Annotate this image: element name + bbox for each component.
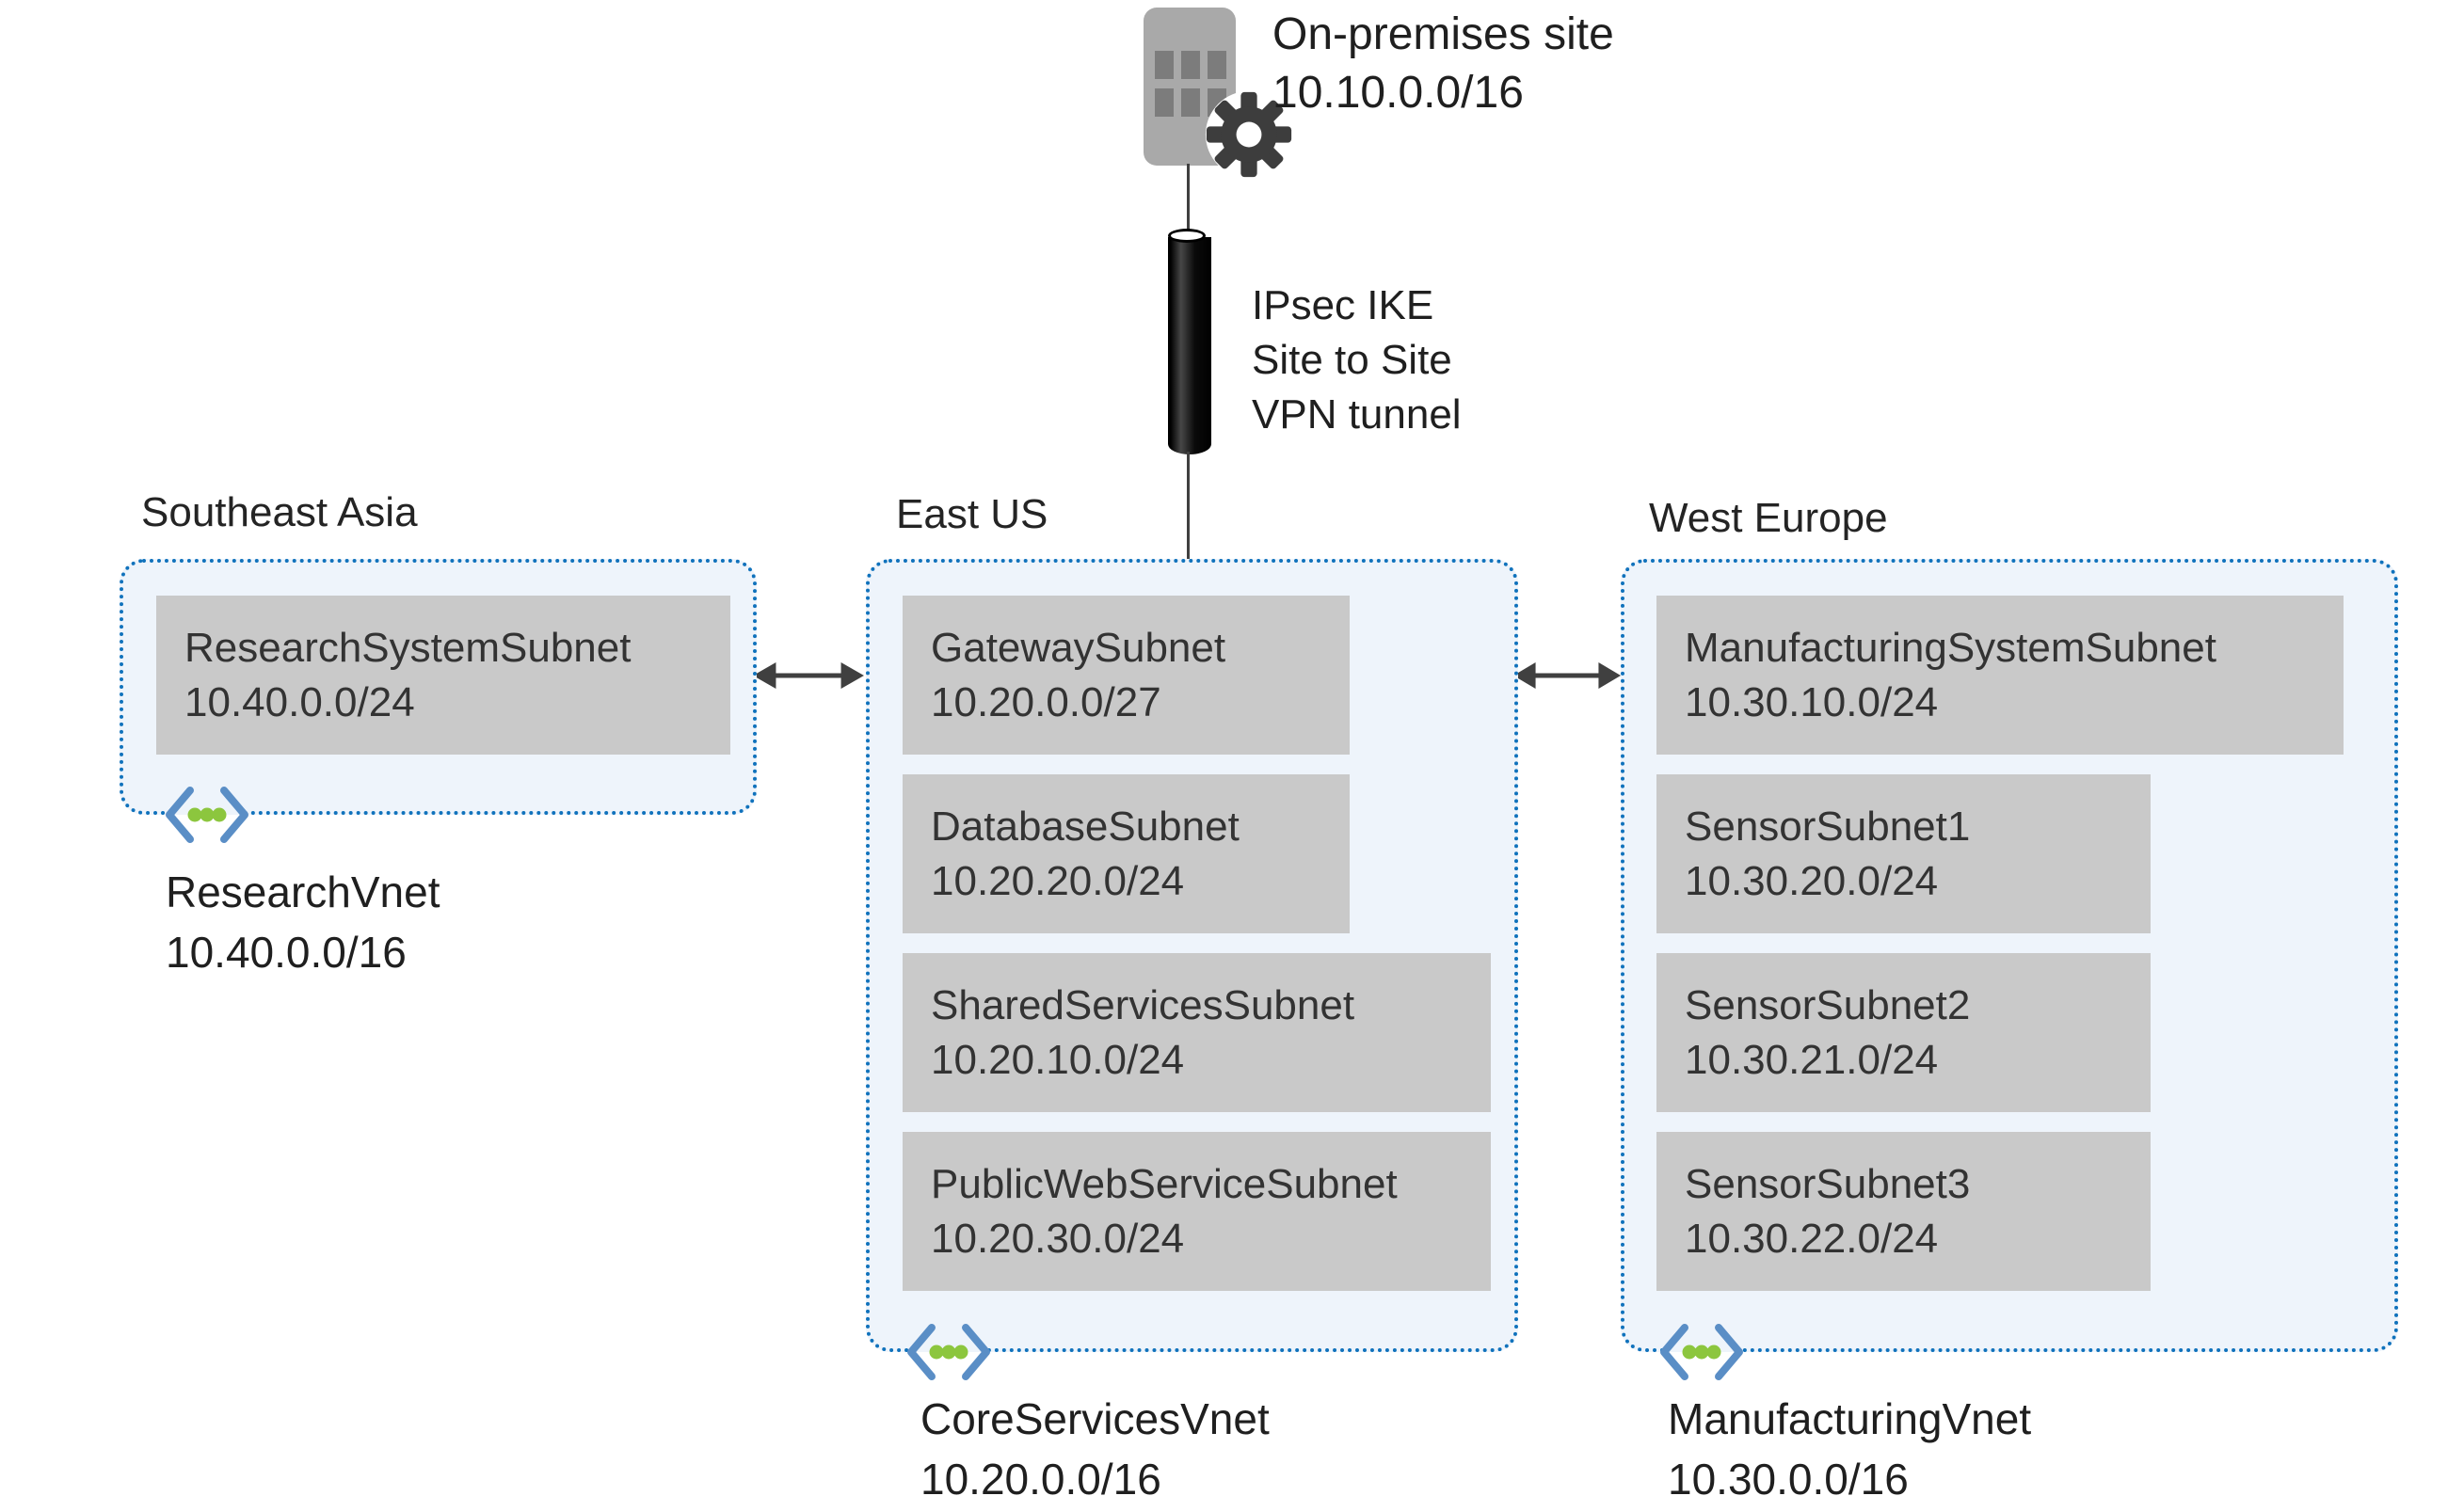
vnet-name: ManufacturingVnet [1668, 1394, 2032, 1443]
cylinder-cap [1168, 229, 1206, 243]
subnet-name: GatewaySubnet [931, 625, 1226, 671]
vnet-label-coreservicesvnet: CoreServicesVnet 10.20.0.0/16 [920, 1389, 1270, 1496]
vnet-brackets-icon [907, 1320, 990, 1384]
building-window [1208, 51, 1226, 79]
onprem-cidr: 10.10.0.0/16 [1272, 68, 1524, 118]
vnet-name: CoreServicesVnet [920, 1394, 1270, 1443]
onprem-label: On-premises site 10.10.0.0/16 [1272, 6, 1614, 122]
region-box-east-us: GatewaySubnet 10.20.0.0/27 DatabaseSubne… [866, 559, 1518, 1352]
vnet-brackets-icon [166, 783, 248, 847]
building-window [1181, 51, 1200, 79]
subnet-name: SensorSubnet1 [1685, 804, 1971, 850]
subnet-cidr: 10.30.10.0/24 [1685, 679, 1939, 725]
region-box-southeast-asia: ResearchSystemSubnet 10.40.0.0/24 [120, 559, 757, 815]
vpn-tunnel-label-line3: VPN tunnel [1252, 391, 1462, 438]
subnet-researchsystemsubnet: ResearchSystemSubnet 10.40.0.0/24 [156, 596, 730, 755]
subnet-gatewaysubnet: GatewaySubnet 10.20.0.0/27 [903, 596, 1350, 755]
region-label-east-us: East US [896, 491, 1048, 537]
region-box-west-europe: ManufacturingSystemSubnet 10.30.10.0/24 … [1621, 559, 2398, 1352]
vnet-label-researchvnet: ResearchVnet 10.40.0.0/16 [166, 862, 440, 982]
subnet-sensorsubnet3: SensorSubnet3 10.30.22.0/24 [1656, 1132, 2151, 1291]
vpn-tunnel-label-line1: IPsec IKE [1252, 282, 1434, 328]
peering-double-arrow-icon [1512, 662, 1622, 689]
building-window [1181, 88, 1200, 117]
subnet-name: ManufacturingSystemSubnet [1685, 625, 2216, 671]
vpn-tunnel-icon [1168, 229, 1211, 454]
vnet-name: ResearchVnet [166, 867, 440, 916]
vpn-tunnel-label: IPsec IKE Site to Site VPN tunnel [1252, 279, 1462, 442]
building-window [1155, 88, 1174, 117]
connection-line [1187, 164, 1190, 231]
subnet-publicwebservicesubnet: PublicWebServiceSubnet 10.20.30.0/24 [903, 1132, 1491, 1291]
region-label-west-europe: West Europe [1649, 495, 1888, 541]
subnet-name: SensorSubnet3 [1685, 1161, 1971, 1207]
vnet-cidr: 10.30.0.0/16 [1668, 1455, 1909, 1496]
region-label-southeast-asia: Southeast Asia [141, 489, 418, 535]
subnet-sensorsubnet2: SensorSubnet2 10.30.21.0/24 [1656, 953, 2151, 1112]
connection-line [1187, 452, 1190, 561]
subnet-manufacturingsystemsubnet: ManufacturingSystemSubnet 10.30.10.0/24 [1656, 596, 2344, 755]
subnet-name: DatabaseSubnet [931, 804, 1240, 850]
onprem-name: On-premises site [1272, 9, 1614, 59]
gear-icon [1205, 90, 1293, 179]
vpn-tunnel-label-line2: Site to Site [1252, 337, 1452, 383]
subnet-cidr: 10.30.21.0/24 [1685, 1037, 1939, 1083]
subnet-name: ResearchSystemSubnet [184, 625, 632, 671]
vnet-cidr: 10.40.0.0/16 [166, 928, 407, 977]
subnet-name: PublicWebServiceSubnet [931, 1161, 1398, 1207]
subnet-cidr: 10.20.10.0/24 [931, 1037, 1185, 1083]
subnet-cidr: 10.30.20.0/24 [1685, 858, 1939, 904]
subnet-cidr: 10.30.22.0/24 [1685, 1216, 1939, 1262]
vnet-label-manufacturingvnet: ManufacturingVnet 10.30.0.0/16 [1668, 1389, 2031, 1496]
subnet-cidr: 10.20.30.0/24 [931, 1216, 1185, 1262]
vnet-brackets-icon [1660, 1320, 1743, 1384]
vnet-cidr: 10.20.0.0/16 [920, 1455, 1161, 1496]
subnet-cidr: 10.40.0.0/24 [184, 679, 415, 725]
cylinder-body [1168, 237, 1211, 454]
subnet-databasesubnet: DatabaseSubnet 10.20.20.0/24 [903, 774, 1350, 933]
subnet-sensorsubnet1: SensorSubnet1 10.30.20.0/24 [1656, 774, 2151, 933]
peering-double-arrow-icon [753, 662, 864, 689]
subnet-sharedservicessubnet: SharedServicesSubnet 10.20.10.0/24 [903, 953, 1491, 1112]
subnet-name: SensorSubnet2 [1685, 982, 1971, 1028]
subnet-name: SharedServicesSubnet [931, 982, 1355, 1028]
building-window [1155, 51, 1174, 79]
subnet-cidr: 10.20.0.0/27 [931, 679, 1161, 725]
subnet-cidr: 10.20.20.0/24 [931, 858, 1185, 904]
building-icon [1144, 8, 1236, 166]
